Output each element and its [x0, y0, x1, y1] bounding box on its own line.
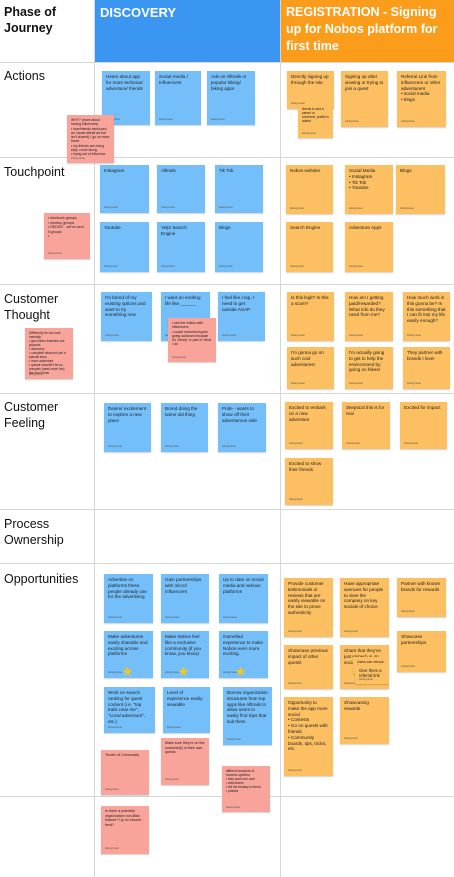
sticky-note[interactable]: different amounts of rewards systems • t… [222, 766, 270, 812]
sticky-note[interactable]: Provide customer testimonials or reviews… [284, 578, 333, 637]
sticky-note[interactable]: Signing up after viewing or trying to jo… [341, 71, 388, 127]
sticky-note[interactable]: Opportunity to make the app more social … [284, 697, 333, 776]
sticky-note[interactable]: Desire/ excitement to explore a new plac… [104, 403, 151, 452]
sticky-note[interactable]: Needs to add a parent or someone, profil… [298, 104, 333, 138]
discovery-phase-header: DISCOVERY [95, 0, 281, 62]
sticky-note[interactable]: • see the videos with influencers • soci… [168, 318, 216, 362]
sticky-note[interactable]: Make sure they're on the costume(s) of t… [161, 738, 209, 785]
star-reaction-icon [235, 666, 246, 677]
sticky-note[interactable]: WHY? (more about having influences) • us… [67, 115, 114, 163]
row-label-customer-thought: Customer Thought [4, 292, 59, 322]
phase-of-journey-label: Phase of Journey [4, 5, 57, 35]
row-label-actions: Actions [4, 69, 45, 83]
star-reaction-icon [122, 666, 133, 677]
sticky-note[interactable]: How am I getting paid/rewarded? What inf… [345, 292, 393, 341]
sticky-note[interactable]: Up to date on social media and various p… [219, 574, 268, 623]
sticky-note[interactable]: Is this legit? Is this a scam?Anonymous [287, 292, 334, 341]
sticky-note[interactable]: Work on search ranking for quest content… [104, 687, 155, 733]
row-label-customer-feeling: Customer Feeling [4, 400, 59, 430]
sticky-note[interactable]: Differently he can look mentally • goo-h… [25, 328, 73, 379]
sticky-note[interactable]: They partner with brands I love!Anonymou… [403, 347, 450, 389]
sticky-note[interactable]: Ads on Alltrails or popular hiking/ biki… [207, 71, 255, 125]
row-label-process-ownership: Process Ownership [4, 517, 64, 547]
row-divider [0, 284, 454, 285]
row-divider [0, 62, 454, 63]
sticky-note[interactable]: Social Media • Instagram • Tik Tok • You… [345, 165, 393, 214]
row-label-opportunities: Opportunities [4, 572, 79, 586]
row-divider [0, 393, 454, 394]
sticky-note[interactable]: I feel like crap, I need to get outside … [218, 292, 265, 341]
row-label-touchpoint: Touchpoint [4, 165, 65, 179]
sticky-note[interactable]: Referral Link from influencers or other … [397, 71, 446, 127]
column-divider [94, 0, 95, 877]
sticky-note[interactable]: Have appropriate avenues for people to v… [340, 578, 389, 637]
sticky-note[interactable]: • facebook groups • meetup groups • REDD… [44, 213, 90, 259]
row-divider [0, 563, 454, 564]
sticky-note[interactable]: How much work is this gonna be? Is this … [403, 292, 450, 341]
sticky-note[interactable]: Make adventures easily sharable and exci… [104, 631, 153, 678]
star-reaction-icon [178, 666, 189, 677]
sticky-note[interactable]: I'm bored of my existing options and wan… [101, 292, 152, 341]
sticky-note[interactable]: I'm actually going to get to help the en… [345, 347, 393, 389]
sticky-note[interactable]: Is there a potential organization non-Bi… [101, 806, 149, 854]
sticky-note[interactable]: Pride - wants to show off their adventur… [218, 403, 266, 452]
registration-phase-header: REGISTRATION - Signing up for Nobos plat… [281, 0, 454, 62]
sticky-note[interactable]: I'm gonna go on such cool adventures!Ano… [287, 347, 334, 389]
sticky-note[interactable]: Directly signing up through the siteAnon… [287, 71, 334, 109]
sticky-note[interactable]: Borrow organization structures from top … [223, 687, 272, 745]
column-divider [280, 0, 281, 877]
sticky-note[interactable]: Advertise on platforms these people alre… [104, 574, 153, 623]
row-divider [0, 509, 454, 510]
sticky-note[interactable]: Make Nobos feel like a exclusive communi… [161, 631, 209, 678]
sticky-note[interactable]: Gain partnerships with micro/ influencer… [161, 574, 209, 623]
sticky-note[interactable]: Showcase previous impact of other quests… [284, 645, 333, 689]
row-divider [0, 157, 454, 158]
